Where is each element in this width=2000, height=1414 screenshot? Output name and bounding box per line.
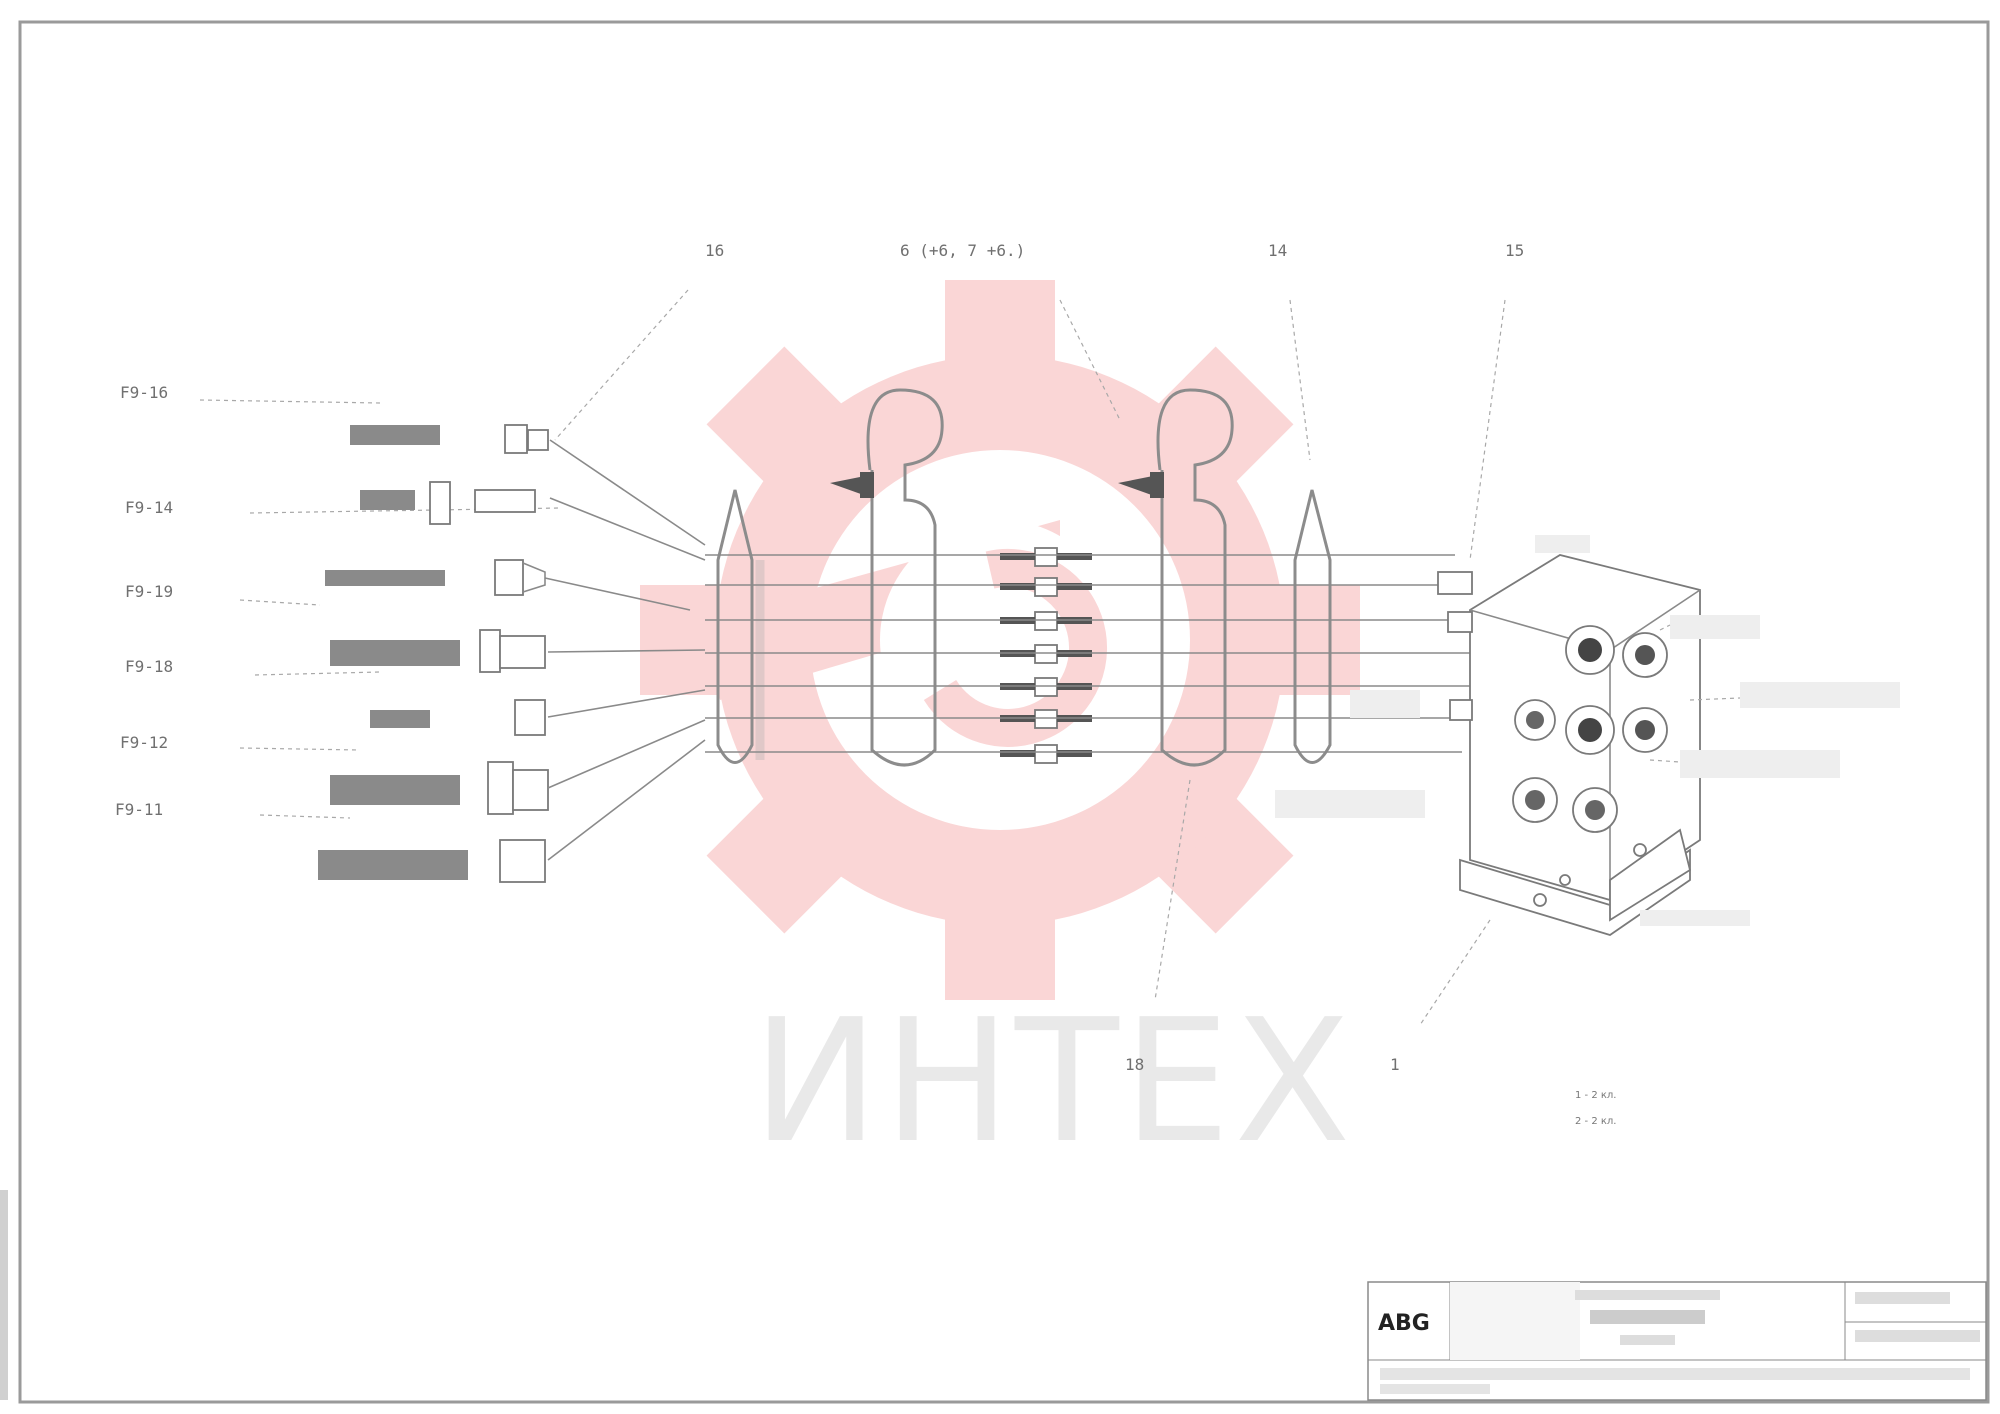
left-references: F9-16 F9-14 F9-19 F9-18 F9-12 F9-11 (115, 383, 561, 819)
connection-lines (544, 439, 706, 861)
ref-f9-11: F9-11 (115, 800, 163, 819)
ref-f9-12: F9-12 (120, 733, 168, 752)
watermark-text: ИНТЕХ (752, 983, 1355, 1181)
title-block: ABG (1367, 1281, 1987, 1401)
note-2: 2 - 2 кл. (1575, 1116, 1616, 1127)
callout-18: 18 (1125, 1055, 1144, 1074)
callout-14: 14 (1268, 241, 1287, 260)
top-callouts: 16 6 (+6, 7 +6.) 14 15 (554, 241, 1524, 561)
valve-block (1437, 554, 1701, 936)
drawing-frame (18, 20, 1990, 1404)
note-1: 1 - 2 кл. (1575, 1090, 1616, 1101)
callout-1: 1 (1390, 1055, 1400, 1074)
ref-f9-18: F9-18 (125, 657, 173, 676)
ref-f9-14: F9-14 (125, 498, 173, 517)
margin-strip (0, 1190, 8, 1400)
valve-annotations (1275, 535, 1900, 926)
ref-f9-19: F9-19 (125, 582, 173, 601)
fittings-column (318, 424, 549, 883)
callout-16: 16 (705, 241, 724, 260)
hose-loops (716, 388, 1332, 767)
bottom-callouts: 18 1 1 - 2 кл. 2 - 2 кл. (1125, 779, 1616, 1127)
callout-15: 15 (1505, 241, 1524, 260)
title-block-logo: ABG (1378, 1311, 1430, 1336)
horizontal-hose-runs (705, 554, 1480, 753)
watermark-gear-icon (640, 280, 1360, 1000)
ref-f9-16: F9-16 (120, 383, 168, 402)
callout-6: 6 (+6, 7 +6.) (900, 241, 1025, 260)
